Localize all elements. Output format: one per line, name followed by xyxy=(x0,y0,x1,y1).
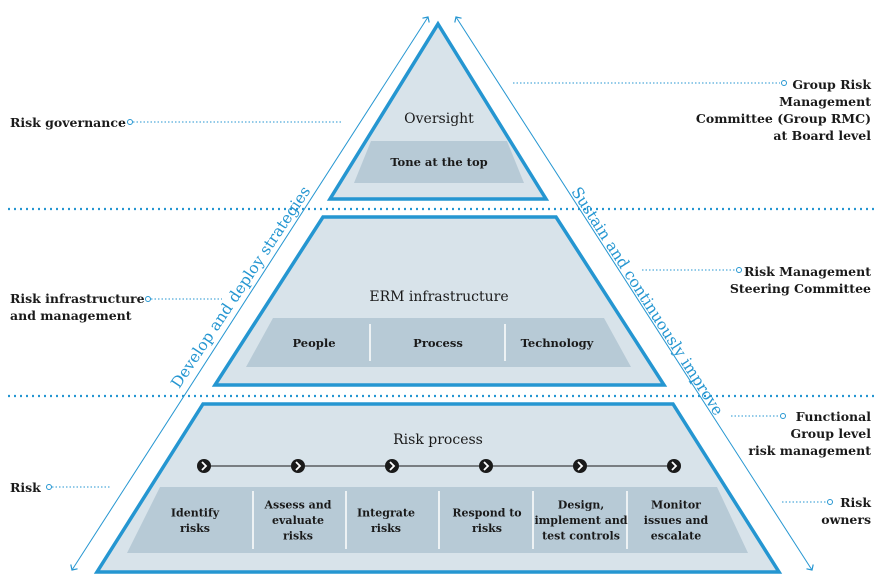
label-risk: Risk xyxy=(10,479,41,496)
risk-process-title: Risk process xyxy=(393,432,483,448)
label-risk-owners: Risk owners xyxy=(821,494,871,528)
step-dividers xyxy=(252,491,628,549)
label-risk-governance: Risk governance xyxy=(10,114,126,131)
label-line: Management xyxy=(779,94,871,109)
risk-step-line: Integrate xyxy=(357,506,415,519)
risk-step-5: Design, implement and test controls xyxy=(534,499,627,543)
right-arrow xyxy=(454,16,814,571)
label-line: Risk governance xyxy=(10,115,126,130)
label-steering-committee: Risk Management Steering Committee xyxy=(730,263,871,297)
label-line: Steering Committee xyxy=(729,281,871,296)
cell-people: People xyxy=(292,336,335,350)
risk-step-3: Integrate risks xyxy=(357,506,415,535)
label-line: Group Risk xyxy=(792,77,871,92)
risk-step-line: risks xyxy=(180,522,210,535)
label-line: Risk Management xyxy=(743,264,871,279)
label-line: owners xyxy=(821,512,871,527)
risk-step-4: Respond to risks xyxy=(452,506,521,535)
label-line: Functional xyxy=(795,409,871,424)
timeline-step-dot xyxy=(573,459,587,473)
label-line: Group level xyxy=(790,426,871,441)
risk-step-line: Monitor xyxy=(651,499,701,512)
risk-step-line: Identify xyxy=(171,506,220,519)
timeline-step-dot xyxy=(197,459,211,473)
label-line: at Board level xyxy=(773,128,871,143)
risk-step-line: escalate xyxy=(651,530,701,543)
risk-step-line: implement and xyxy=(534,514,627,527)
label-risk-infrastructure: Risk infrastructure and management xyxy=(10,290,145,324)
timeline-step-dot xyxy=(479,459,493,473)
timeline-step-dot xyxy=(291,459,305,473)
risk-step-line: evaluate xyxy=(272,514,324,527)
label-line: Committee (Group RMC) xyxy=(695,111,871,126)
risk-steps-box xyxy=(127,487,748,553)
risk-step-line: test controls xyxy=(542,530,620,543)
label-functional: Functional Group level risk management xyxy=(748,408,871,459)
erm-infrastructure-title: ERM infrastructure xyxy=(369,289,508,305)
label-line: Risk infrastructure xyxy=(10,291,145,306)
chevron-right-icon xyxy=(295,461,302,471)
cell-technology: Technology xyxy=(521,336,594,350)
cell-process: Process xyxy=(413,336,463,350)
timeline-dots xyxy=(197,459,681,473)
chevron-right-icon xyxy=(577,461,584,471)
chevron-right-icon xyxy=(671,461,678,471)
tone-at-top-label: Tone at the top xyxy=(390,155,487,169)
risk-step-line: Design, xyxy=(558,499,604,512)
oversight-title: Oversight xyxy=(404,111,474,127)
label-line: Risk xyxy=(10,480,41,495)
risk-step-line: Assess and xyxy=(264,499,332,512)
timeline-step-dot xyxy=(385,459,399,473)
risk-step-line: issues and xyxy=(644,514,709,527)
label-line: Risk xyxy=(840,495,871,510)
risk-step-6: Monitor issues and escalate xyxy=(644,499,709,543)
erm-cells-box xyxy=(246,318,631,367)
risk-step-line: risks xyxy=(283,530,313,543)
risk-step-line: risks xyxy=(472,522,502,535)
risk-step-2: Assess and evaluate risks xyxy=(264,499,332,543)
risk-step-1: Identify risks xyxy=(171,506,220,535)
left-arrow xyxy=(70,16,430,571)
timeline-step-dot xyxy=(667,459,681,473)
label-line: and management xyxy=(10,308,132,323)
chevron-right-icon xyxy=(483,461,490,471)
tone-at-top-box xyxy=(354,141,524,183)
chevron-right-icon xyxy=(389,461,396,471)
label-group-rmc: Group Risk Management Committee (Group R… xyxy=(696,76,871,144)
risk-step-line: risks xyxy=(371,522,401,535)
risk-step-line: Respond to xyxy=(452,506,521,519)
chevron-right-icon xyxy=(201,461,208,471)
label-line: risk management xyxy=(748,443,871,458)
